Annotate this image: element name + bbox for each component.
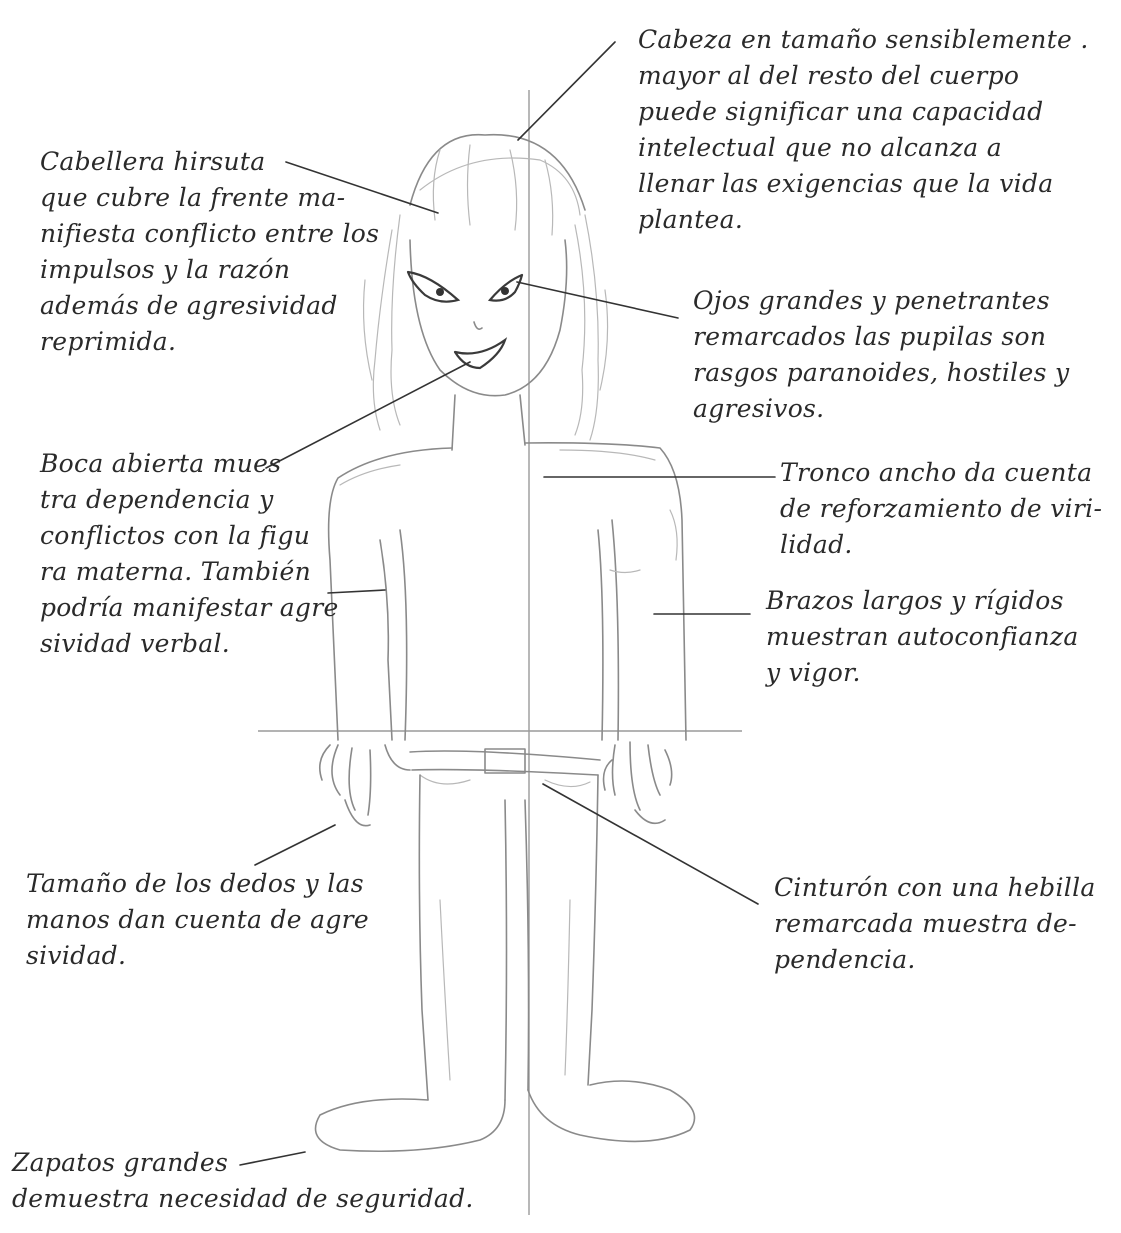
annotation-line: que cubre la frente ma- <box>40 180 379 216</box>
annotation-line: ra materna. También <box>40 554 339 590</box>
annotation-line: reprimida. <box>40 324 379 360</box>
annotation-line: de reforzamiento de viri- <box>780 491 1102 527</box>
annotation-line: Cabeza en tamaño sensiblemente . <box>638 22 1089 58</box>
annotation-line: mayor al del resto del cuerpo <box>638 58 1089 94</box>
annotation-line: además de agresividad <box>40 288 379 324</box>
annotation-line: tra dependencia y <box>40 482 339 518</box>
annotation-line: Tamaño de los dedos y las <box>26 866 369 902</box>
annotation-line: sividad verbal. <box>40 626 339 662</box>
annotation-line: remarcados las pupilas son <box>693 319 1069 355</box>
annotation-line: demuestra necesidad de seguridad. <box>12 1181 474 1217</box>
annotation-line: Brazos largos y rígidos <box>766 583 1079 619</box>
eyes-annotation: Ojos grandes y penetrantesremarcados las… <box>693 283 1069 427</box>
hands-sketch <box>320 742 672 826</box>
hands-leader-line <box>255 825 335 865</box>
annotation-line: manos dan cuenta de agre <box>26 902 369 938</box>
legs-sketch <box>419 775 598 1100</box>
hands-annotation: Tamaño de los dedos y lasmanos dan cuent… <box>26 866 369 974</box>
hair-sketch <box>364 135 608 440</box>
annotation-line: muestran autoconfianza <box>766 619 1079 655</box>
trunk-annotation: Tronco ancho da cuentade reforzamiento d… <box>780 455 1102 563</box>
annotation-line: pendencia. <box>774 942 1096 978</box>
annotation-line: rasgos paranoides, hostiles y <box>693 355 1069 391</box>
annotation-line: puede significar una capacidad <box>638 94 1089 130</box>
annotation-line: Cabellera hirsuta <box>40 144 379 180</box>
head-annotation: Cabeza en tamaño sensiblemente .mayor al… <box>638 22 1089 238</box>
mouth-annotation: Boca abierta muestra dependencia yconfli… <box>40 446 339 662</box>
annotation-line: y vigor. <box>766 655 1079 691</box>
annotation-line: Cinturón con una hebilla <box>774 870 1096 906</box>
annotation-line: impulsos y la razón <box>40 252 379 288</box>
shoes-annotation: Zapatos grandesdemuestra necesidad de se… <box>12 1145 474 1217</box>
torso-sketch <box>329 443 686 740</box>
annotation-line: Tronco ancho da cuenta <box>780 455 1102 491</box>
annotation-line: sividad. <box>26 938 369 974</box>
face-sketch <box>408 240 567 450</box>
annotation-line: Boca abierta mues <box>40 446 339 482</box>
annotation-line: remarcada muestra de- <box>774 906 1096 942</box>
annotation-line: plantea. <box>638 202 1089 238</box>
mouth-sketch <box>455 340 505 368</box>
annotation-line: nifiesta conflicto entre los <box>40 216 379 252</box>
annotation-line: Ojos grandes y penetrantes <box>693 283 1069 319</box>
annotation-line: llenar las exigencias que la vida <box>638 166 1089 202</box>
hair-annotation: Cabellera hirsutaque cubre la frente ma-… <box>40 144 379 360</box>
arms-annotation: Brazos largos y rígidosmuestran autoconf… <box>766 583 1079 691</box>
annotation-line: conflictos con la figu <box>40 518 339 554</box>
belt-sketch <box>410 749 600 787</box>
annotation-line: lidad. <box>780 527 1102 563</box>
belt-annotation: Cinturón con una hebillaremarcada muestr… <box>774 870 1096 978</box>
annotation-line: agresivos. <box>693 391 1069 427</box>
annotation-line: podría manifestar agre <box>40 590 339 626</box>
annotation-line: intelectual que no alcanza a <box>638 130 1089 166</box>
head-leader-line <box>518 42 615 140</box>
annotation-line: Zapatos grandes <box>12 1145 474 1181</box>
belt-leader-line <box>543 784 758 904</box>
left-eye-sketch <box>408 272 458 302</box>
